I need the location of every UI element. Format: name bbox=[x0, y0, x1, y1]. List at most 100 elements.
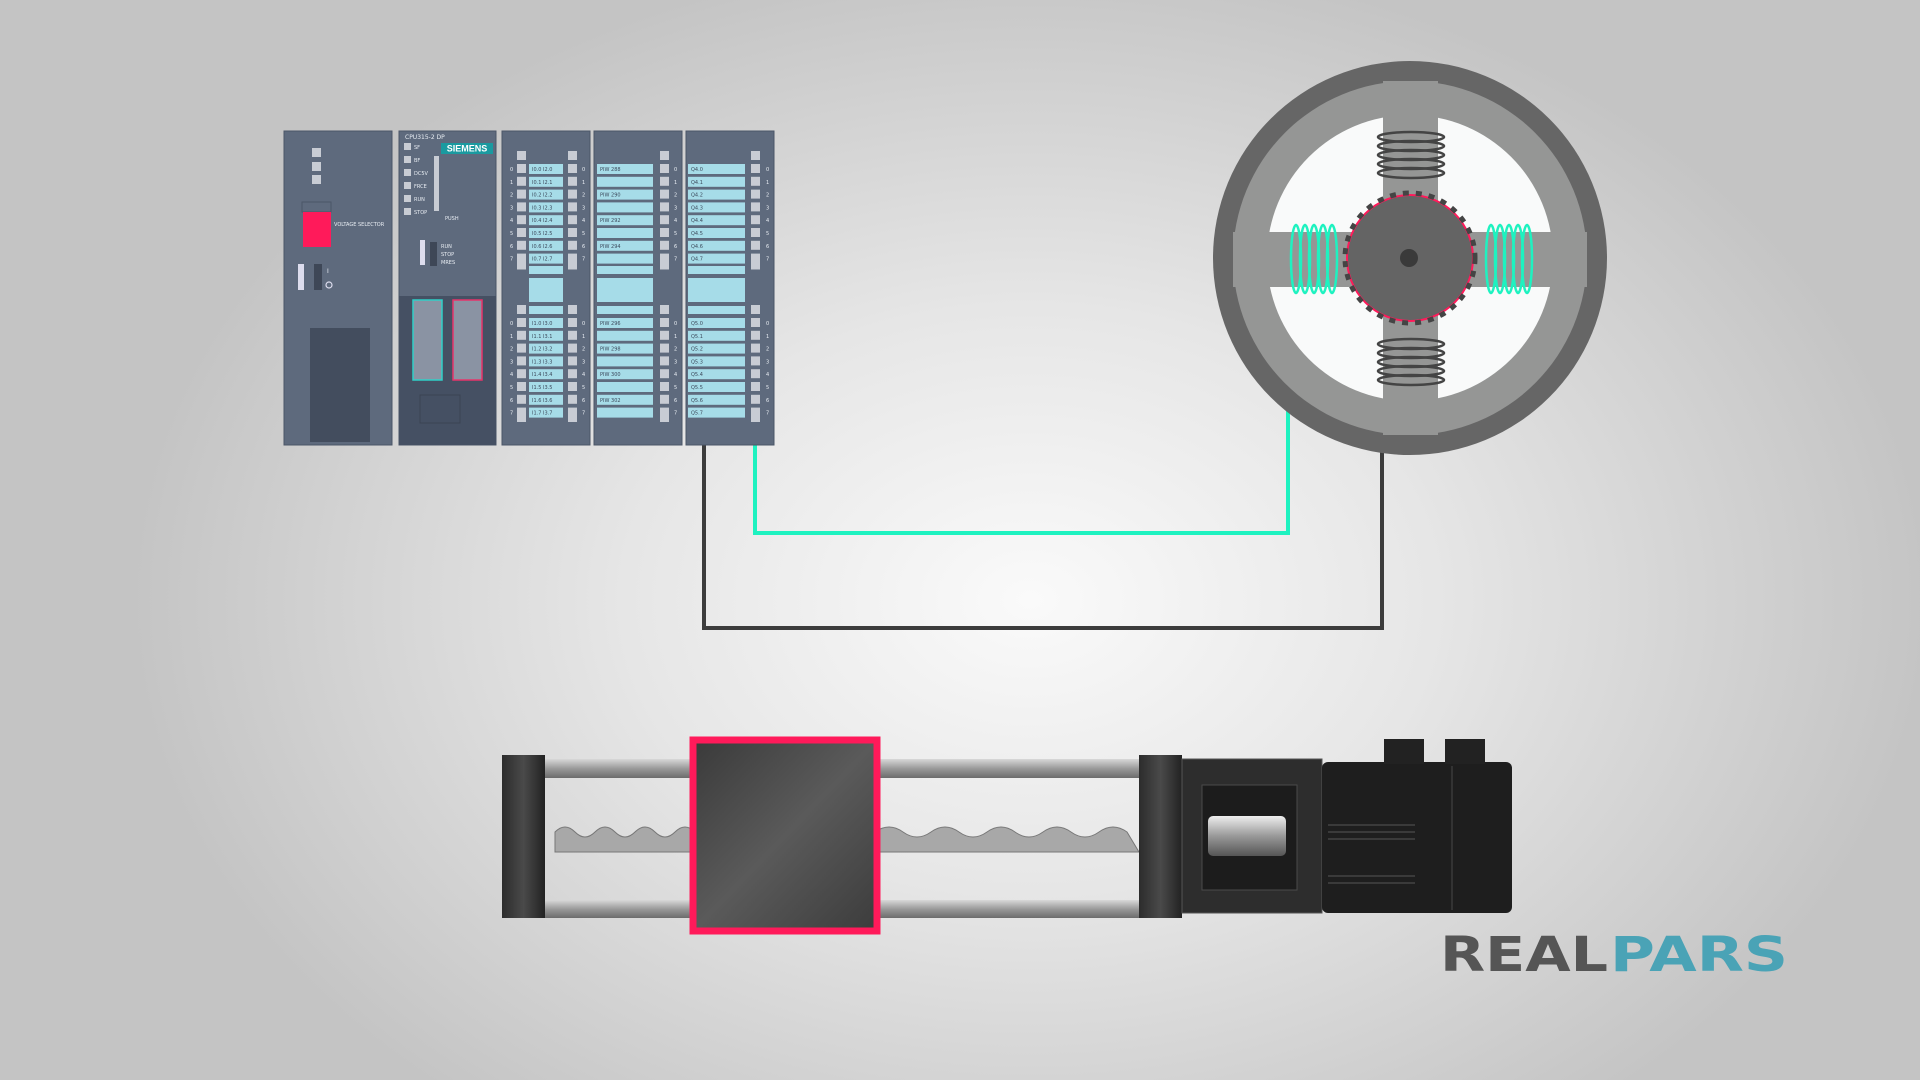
channel-number: 6 bbox=[674, 398, 677, 404]
label-strip bbox=[597, 394, 653, 405]
channel-led bbox=[660, 413, 669, 422]
channel-number: 4 bbox=[582, 218, 585, 224]
channel-led bbox=[751, 330, 760, 340]
channel-address: Q5.1 bbox=[691, 334, 703, 340]
channel-led bbox=[568, 356, 577, 366]
linear-actuator bbox=[502, 736, 1512, 935]
plc-rack: VOLTAGE SELECTOR I CPU315-2 DP SIEMENS S… bbox=[283, 130, 775, 446]
channel-number: 1 bbox=[510, 180, 513, 186]
channel-address: Q4.6 bbox=[691, 244, 703, 250]
channel-address: Q4.2 bbox=[691, 193, 703, 199]
channel-address: I0.3 I2.3 bbox=[532, 205, 552, 211]
channel-address: Q5.6 bbox=[691, 398, 703, 404]
channel-address: PIW 292 bbox=[600, 218, 621, 224]
channel-number: 4 bbox=[766, 372, 769, 378]
channel-address: I1.0 I3.0 bbox=[532, 321, 552, 327]
label-strip bbox=[529, 164, 563, 174]
carriage[interactable] bbox=[689, 736, 881, 935]
channel-led bbox=[517, 260, 526, 270]
cpu-led-label: RUN bbox=[414, 197, 425, 203]
channel-led bbox=[751, 394, 760, 404]
channel-led bbox=[660, 228, 669, 237]
channel-number: 3 bbox=[582, 205, 585, 211]
channel-led bbox=[751, 318, 760, 327]
mode-label: MRES bbox=[441, 260, 455, 266]
power-supply-module: VOLTAGE SELECTOR I bbox=[283, 130, 393, 446]
channel-led bbox=[517, 253, 526, 263]
channel-address: PIW 300 bbox=[600, 372, 621, 378]
label-strip bbox=[529, 215, 563, 226]
label-strip bbox=[688, 394, 745, 405]
label-strip bbox=[597, 189, 653, 200]
channel-address: Q4.3 bbox=[691, 205, 703, 211]
voltage-selector[interactable] bbox=[303, 212, 331, 247]
label-strip bbox=[688, 343, 745, 354]
channel-number: 4 bbox=[510, 218, 513, 224]
channel-number: 6 bbox=[766, 398, 769, 404]
channel-led bbox=[751, 176, 760, 186]
dp-port[interactable] bbox=[452, 299, 483, 381]
channel-address: I0.0 I2.0 bbox=[532, 167, 552, 173]
channel-led bbox=[517, 189, 526, 199]
push-label: PUSH bbox=[445, 216, 459, 222]
channel-number: 5 bbox=[582, 231, 585, 237]
channel-number: 2 bbox=[766, 347, 769, 353]
channel-number: 5 bbox=[582, 385, 585, 391]
label-strip bbox=[597, 330, 653, 341]
channel-number: 1 bbox=[766, 180, 769, 186]
channel-number: 1 bbox=[582, 334, 585, 340]
label-strip bbox=[529, 330, 563, 341]
label-strip bbox=[688, 382, 745, 392]
stepper-motor bbox=[1213, 61, 1607, 455]
channel-led bbox=[751, 407, 760, 417]
channel-address: I1.3 I3.3 bbox=[532, 359, 552, 365]
channel-led bbox=[517, 202, 526, 212]
channel-led bbox=[660, 260, 669, 270]
channel-address: PIW 302 bbox=[600, 398, 621, 404]
coupling-shaft bbox=[1208, 816, 1286, 856]
mpi-port[interactable] bbox=[412, 299, 443, 381]
label-strip bbox=[597, 343, 653, 354]
channel-number: 7 bbox=[766, 411, 769, 417]
power-icon bbox=[325, 281, 333, 289]
label-strip bbox=[597, 228, 653, 238]
channel-number: 2 bbox=[510, 193, 513, 199]
label-strip bbox=[688, 330, 745, 341]
channel-number: 1 bbox=[674, 180, 677, 186]
channel-led bbox=[568, 394, 577, 404]
channel-led bbox=[517, 394, 526, 404]
realpars-logo: REAL PARS bbox=[1440, 927, 1788, 983]
channel-number: 1 bbox=[766, 334, 769, 340]
channel-led bbox=[517, 176, 526, 186]
label-strip bbox=[597, 369, 653, 380]
channel-address: I0.7 I2.7 bbox=[532, 257, 552, 263]
channel-number: 7 bbox=[766, 257, 769, 263]
channel-address: I1.1 I3.1 bbox=[532, 334, 552, 340]
channel-led bbox=[568, 413, 577, 422]
mode-switch[interactable] bbox=[420, 240, 425, 265]
channel-number: 5 bbox=[674, 231, 677, 237]
label-strip bbox=[597, 318, 653, 328]
channel-led bbox=[660, 202, 669, 212]
channel-number: 0 bbox=[674, 167, 677, 173]
label-strip bbox=[597, 253, 653, 264]
label-strip bbox=[688, 369, 745, 380]
cpu-led-label: BF bbox=[414, 158, 420, 164]
channel-led bbox=[568, 215, 577, 225]
label-strip bbox=[529, 382, 563, 392]
label-strip bbox=[529, 176, 563, 187]
channel-led bbox=[751, 356, 760, 366]
channel-led bbox=[517, 413, 526, 422]
channel-address: I1.4 I3.4 bbox=[532, 372, 552, 378]
channel-led bbox=[751, 228, 760, 237]
coil-left bbox=[1289, 223, 1339, 295]
channel-led bbox=[660, 318, 669, 327]
channel-number: 0 bbox=[766, 167, 769, 173]
channel-number: 0 bbox=[582, 321, 585, 327]
servo-motor[interactable] bbox=[1322, 762, 1512, 913]
channel-led bbox=[660, 253, 669, 263]
channel-address: I1.5 I3.5 bbox=[532, 385, 552, 391]
